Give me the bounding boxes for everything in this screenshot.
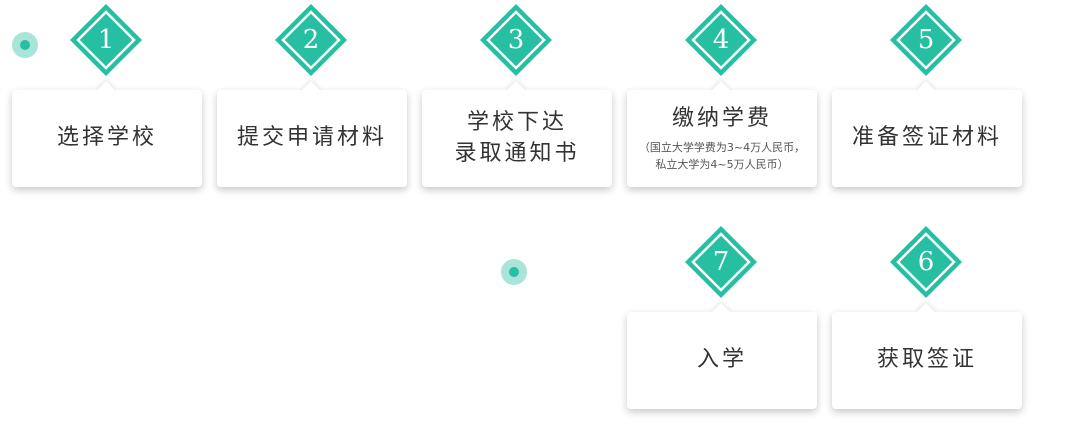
step-title: 获取签证 xyxy=(876,347,977,373)
decorative-dot-middle xyxy=(501,259,527,285)
step-2: 提交申请材料 2 xyxy=(217,0,407,187)
step-number-badge: 4 xyxy=(683,2,759,78)
diamond-icon xyxy=(480,4,552,76)
step-title: 缴纳学费 xyxy=(671,106,772,132)
step-card: 获取签证 xyxy=(832,312,1022,409)
step-card: 缴纳学费 （国立大学学费为3~4万人民币， 私立大学为4~5万人民币） xyxy=(627,90,817,187)
step-number-badge: 6 xyxy=(888,224,964,300)
step-number-badge: 3 xyxy=(478,2,554,78)
diamond-icon xyxy=(70,4,142,76)
step-number: 5 xyxy=(917,25,935,55)
step-6: 获取签证 6 xyxy=(832,222,1022,409)
step-number: 7 xyxy=(712,247,730,277)
diamond-icon xyxy=(890,4,962,76)
step-number-badge: 2 xyxy=(273,2,349,78)
step-note: （国立大学学费为3~4万人民币， 私立大学为4~5万人民币） xyxy=(638,140,806,171)
decorative-dot-start xyxy=(12,32,38,58)
step-card: 入学 xyxy=(627,312,817,409)
step-5: 准备签证材料 5 xyxy=(832,0,1022,187)
step-number: 3 xyxy=(507,25,525,55)
step-card: 选择学校 xyxy=(12,90,202,187)
step-3: 学校下达 录取通知书 3 xyxy=(422,0,612,187)
step-card: 提交申请材料 xyxy=(217,90,407,187)
step-4: 缴纳学费 （国立大学学费为3~4万人民币， 私立大学为4~5万人民币） 4 xyxy=(627,0,817,187)
step-number: 1 xyxy=(97,25,115,55)
step-1: 选择学校 1 xyxy=(12,0,202,187)
step-number: 4 xyxy=(712,25,730,55)
step-title: 入学 xyxy=(696,347,747,373)
step-number-badge: 1 xyxy=(68,2,144,78)
step-card: 学校下达 录取通知书 xyxy=(422,90,612,187)
step-title: 提交申请材料 xyxy=(236,125,387,151)
diamond-icon xyxy=(890,226,962,298)
step-title: 学校下达 录取通知书 xyxy=(454,109,580,166)
step-card: 准备签证材料 xyxy=(832,90,1022,187)
step-number-badge: 5 xyxy=(888,2,964,78)
diamond-icon xyxy=(685,4,757,76)
step-title: 准备签证材料 xyxy=(851,125,1002,151)
step-number: 2 xyxy=(302,25,320,55)
step-number: 6 xyxy=(917,247,935,277)
step-title: 选择学校 xyxy=(56,125,157,151)
diamond-icon xyxy=(685,226,757,298)
step-7: 入学 7 xyxy=(627,222,817,409)
step-number-badge: 7 xyxy=(683,224,759,300)
diamond-icon xyxy=(275,4,347,76)
